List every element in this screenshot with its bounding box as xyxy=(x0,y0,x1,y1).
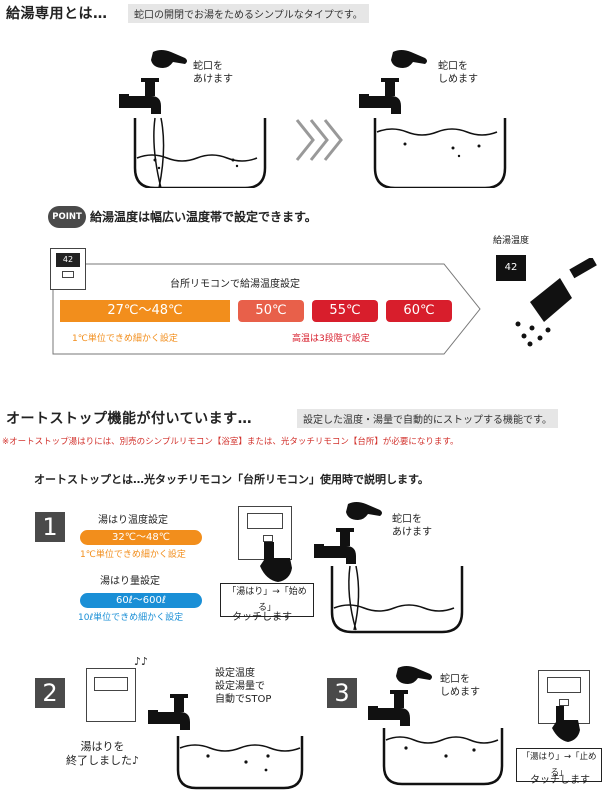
high-note: 高温は3段階で設定 xyxy=(292,334,370,344)
step3-remote-screen xyxy=(547,677,581,693)
temp-50-badge: 50℃ xyxy=(238,300,304,322)
step1-finger-icon xyxy=(260,542,292,582)
step1-number: 1 xyxy=(35,512,65,542)
bathtub-open-illustration xyxy=(119,50,267,188)
step3-touch-label: タッチします xyxy=(530,775,590,786)
section2-note: ※オートストップ湯はりには、別売のシンプルリモコン【浴室】または、光タッチリモコ… xyxy=(2,437,459,447)
point-text: 給湯温度は幅広い温度帯で設定できます。 xyxy=(90,210,317,224)
remote-button xyxy=(62,271,74,278)
step1-faucet-label: 蛇口を あけます xyxy=(392,514,432,538)
step1-remote-button[interactable] xyxy=(263,535,273,542)
step3-finger-icon xyxy=(552,706,580,742)
step1-touch-label: タッチします xyxy=(232,612,292,623)
step1-temp-range: 32℃～48℃ xyxy=(80,530,202,545)
shower-head-icon xyxy=(515,258,597,347)
step1-bathtub-illustration xyxy=(314,502,464,634)
step3-stop-button[interactable]: 「湯はり」→「止める」 xyxy=(516,748,602,782)
step1-temp-title: 湯はり温度設定 xyxy=(98,515,168,526)
step-close-label: 蛇口を しめます xyxy=(438,61,478,85)
step2-remote xyxy=(86,668,136,722)
step3-remote-button[interactable] xyxy=(559,699,569,706)
shower-label: 給湯温度 xyxy=(493,236,530,246)
step3-faucet-label: 蛇口を しめます xyxy=(440,674,480,698)
step3-number: 3 xyxy=(327,678,357,708)
section1-description: 蛇口の開閉でお湯をためるシンプルなタイプです。 xyxy=(128,4,369,23)
section2-subheading: オートストップとは…光タッチリモコン「台所リモコン」使用時で説明します。 xyxy=(34,473,429,486)
step2-music-icon: ♪♪ xyxy=(134,655,149,668)
step1-temp-note: 1℃単位できめ細かく設定 xyxy=(80,550,186,560)
step1-vol-title: 湯はり量設定 xyxy=(100,576,160,587)
panel-title: 台所リモコンで給湯温度設定 xyxy=(170,279,300,290)
shower-display: 42 xyxy=(496,255,526,281)
step-open-label: 蛇口を あけます xyxy=(193,61,233,85)
step2-remote-screen xyxy=(94,677,128,691)
step1-vol-note: 10ℓ単位できめ細かく設定 xyxy=(78,613,184,623)
section2-heading: オートストップ機能が付いています… xyxy=(6,411,253,427)
bathtub-closed-illustration xyxy=(359,50,507,188)
section2-description: 設定した温度・湯量で自動的にストップする機能です。 xyxy=(297,409,558,428)
step1-vol-range: 60ℓ～600ℓ xyxy=(80,593,202,608)
temp-60-badge: 60℃ xyxy=(386,300,452,322)
step2-stop-label: 設定温度 設定湯量で 自動でSTOP xyxy=(215,668,272,705)
section1-heading: 給湯専用とは… xyxy=(6,6,108,22)
step2-bathtub-illustration xyxy=(148,694,304,790)
remote-display: 42 xyxy=(56,253,80,267)
temp-55-badge: 55℃ xyxy=(312,300,378,322)
step2-done-label: 湯はりを 終了しました♪ xyxy=(66,740,140,767)
range-note: 1℃単位できめ細かく設定 xyxy=(72,334,178,344)
step1-remote-screen xyxy=(247,513,283,529)
remote-control: 42 xyxy=(50,248,86,290)
range-badge: 27℃～48℃ xyxy=(60,300,230,322)
step2-number: 2 xyxy=(35,678,65,708)
chevrons-right-icon xyxy=(295,119,343,161)
step1-start-button[interactable]: 「湯はり」→「始める」 xyxy=(220,583,314,617)
point-badge: POINT xyxy=(48,206,86,228)
step3-bathtub-illustration xyxy=(368,666,504,786)
